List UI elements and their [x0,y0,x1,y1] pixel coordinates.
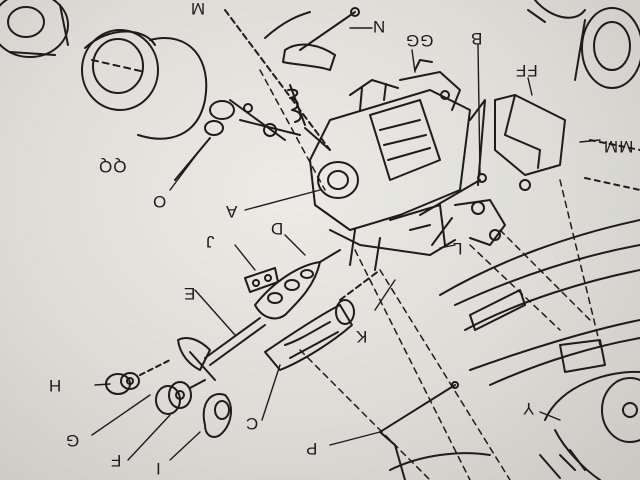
callout-mm: MM [603,137,634,156]
callout-n: N [372,17,386,36]
exhaust-manifold-d [254,249,341,320]
callout-g: G [65,431,80,450]
callout-gg: GG [405,31,434,50]
rod-p [379,381,459,480]
callout-h: H [48,376,62,395]
engine-block-a [309,59,471,271]
bracket-l [431,199,506,246]
callout-c: C [245,414,259,433]
body-panels [439,139,640,386]
callout-m: M [190,0,206,18]
callout-f: F [110,451,122,470]
wheel-i [202,393,232,438]
wheel-top-left [0,0,69,58]
callout-o: O [152,192,167,211]
plate-j [244,267,279,293]
callout-d: D [270,219,284,238]
spring-m [224,9,331,151]
axle-e [177,317,266,381]
shaft-b [419,99,487,216]
guide-lines [259,69,601,480]
callout-qq: QQ [98,157,127,176]
tire-qq [81,29,208,140]
callout-j: J [205,232,215,251]
leader-lines [91,27,601,461]
callout-e: E [183,284,196,303]
wheel-h [105,359,171,395]
callout-a: A [225,202,238,221]
callout-i: I [155,459,161,478]
callout-k: K [355,327,368,346]
callout-ff: FF [515,61,538,80]
callout-l: L [452,239,463,258]
lower-body [389,449,586,479]
exhaust-c [264,269,381,371]
callout-y: Y [522,399,535,418]
wheel-top-right [527,0,640,89]
callout-p: P [305,439,318,458]
linkage-o [174,99,301,181]
callout-b: B [470,29,483,48]
wheel-g [155,379,206,415]
wheel-y [544,370,640,480]
strut-n [264,7,360,71]
bracket-ff [494,94,566,191]
